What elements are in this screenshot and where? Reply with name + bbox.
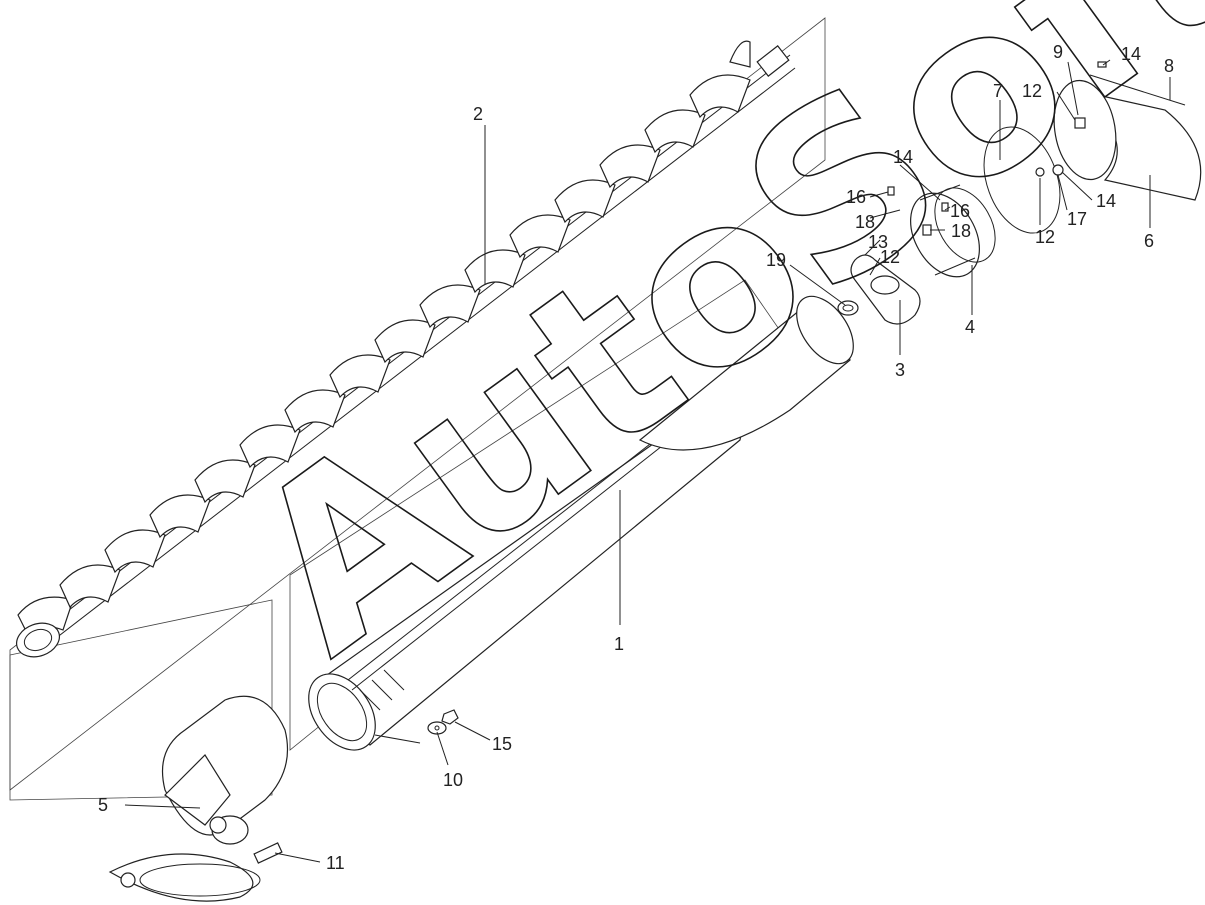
label-part-12-bracket: 12 xyxy=(880,247,900,267)
nut xyxy=(441,709,459,725)
label-part-9: 9 xyxy=(1053,42,1063,62)
conveyor-tube xyxy=(308,399,742,751)
label-part-8: 8 xyxy=(1164,56,1174,76)
label-part-19: 19 xyxy=(766,250,786,270)
label-part-14-top: 14 xyxy=(1121,44,1141,64)
label-part-16-right: 16 xyxy=(950,201,970,221)
label-part-12-top: 12 xyxy=(1022,81,1042,101)
fasteners xyxy=(887,61,1107,236)
part-labels: 2 1 3 4 5 6 7 8 9 10 11 12 12 12 13 14 1… xyxy=(98,42,1174,873)
label-part-14-right: 14 xyxy=(1096,191,1116,211)
bearing xyxy=(837,300,859,316)
label-part-16-left: 16 xyxy=(846,187,866,207)
label-part-11: 11 xyxy=(326,853,345,873)
label-part-10: 10 xyxy=(443,770,463,790)
label-part-1: 1 xyxy=(614,634,624,654)
label-part-13: 13 xyxy=(868,232,888,252)
label-part-12-ring: 12 xyxy=(1035,227,1055,247)
label-part-18-left: 18 xyxy=(855,212,875,232)
label-part-18-right: 18 xyxy=(951,221,971,241)
drive-housing xyxy=(108,695,289,902)
label-part-2: 2 xyxy=(473,104,483,124)
label-part-17: 17 xyxy=(1067,209,1087,229)
label-part-3: 3 xyxy=(895,360,905,380)
label-part-4: 4 xyxy=(965,317,975,337)
washer xyxy=(427,721,447,735)
leader-lines xyxy=(124,59,1171,863)
tube-upper-section xyxy=(638,295,854,451)
assembly-frame-housing xyxy=(9,599,273,801)
pin xyxy=(253,842,283,864)
end-ring-housing xyxy=(910,184,996,278)
label-part-5: 5 xyxy=(98,795,108,815)
rod xyxy=(1089,74,1186,106)
label-part-15: 15 xyxy=(492,734,512,754)
auger-screw xyxy=(16,40,796,658)
label-part-6: 6 xyxy=(1144,231,1154,251)
label-part-7: 7 xyxy=(993,81,1003,101)
auger-flights xyxy=(17,40,751,636)
end-bracket xyxy=(850,254,921,325)
label-part-14-middle: 14 xyxy=(893,147,913,167)
